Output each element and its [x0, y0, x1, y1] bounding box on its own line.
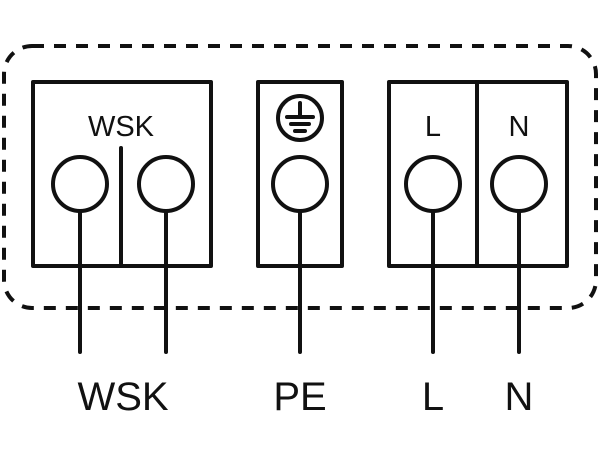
terminal-screw-l	[404, 155, 462, 213]
terminal-screw-wsk-2	[137, 155, 195, 213]
terminal-screw-n	[490, 155, 548, 213]
terminal-screw-wsk-1	[51, 155, 109, 213]
terminal-block-ln: L N	[387, 80, 569, 268]
ground-icon	[276, 94, 324, 142]
terminal-block-l-label: L	[425, 111, 441, 143]
enclosure-dashed-border	[2, 44, 598, 310]
wire-label-l: L	[422, 375, 444, 419]
wire-label-pe: PE	[273, 375, 326, 419]
terminal-screw-pe	[271, 155, 329, 213]
terminal-block-n-label: N	[509, 111, 530, 143]
terminal-block-wsk: WSK	[31, 80, 213, 268]
terminal-block-wsk-label: WSK	[88, 111, 155, 143]
wire-label-n: N	[505, 375, 534, 419]
wire-label-wsk: WSK	[77, 375, 168, 419]
